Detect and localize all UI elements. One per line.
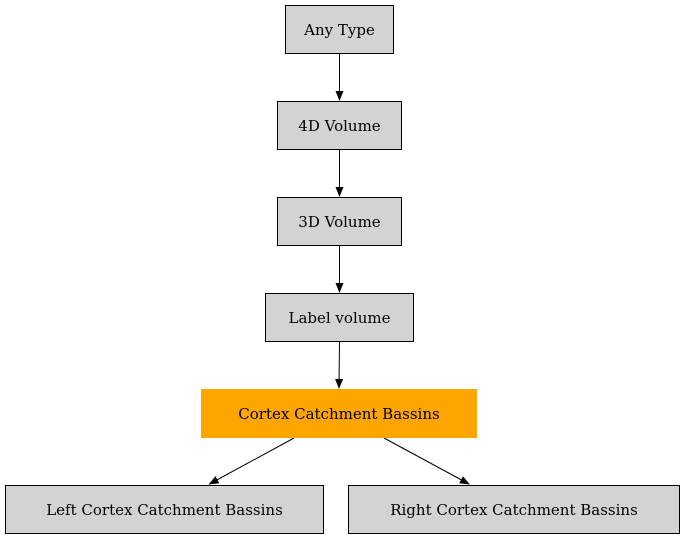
node-3d-volume: 3D Volume: [277, 197, 402, 246]
edge-label_volume-to-cortex_catchment: [335, 341, 344, 389]
node-cortex-catchment-bassins: Cortex Catchment Bassins: [201, 389, 477, 438]
node-right-cortex-catchment-bassins: Right Cortex Catchment Bassins: [348, 485, 680, 534]
node-left-cortex-catchment-bassins: Left Cortex Catchment Bassins: [5, 485, 324, 534]
node-4d-volume: 4D Volume: [277, 101, 402, 150]
edge-cortex_catchment-to-right_cortex_catchment: [383, 437, 470, 485]
edge-cortex_catchment-to-left_cortex_catchment: [208, 437, 295, 485]
node-label-volume: Label volume: [265, 293, 414, 342]
node-any-type: Any Type: [285, 5, 394, 54]
